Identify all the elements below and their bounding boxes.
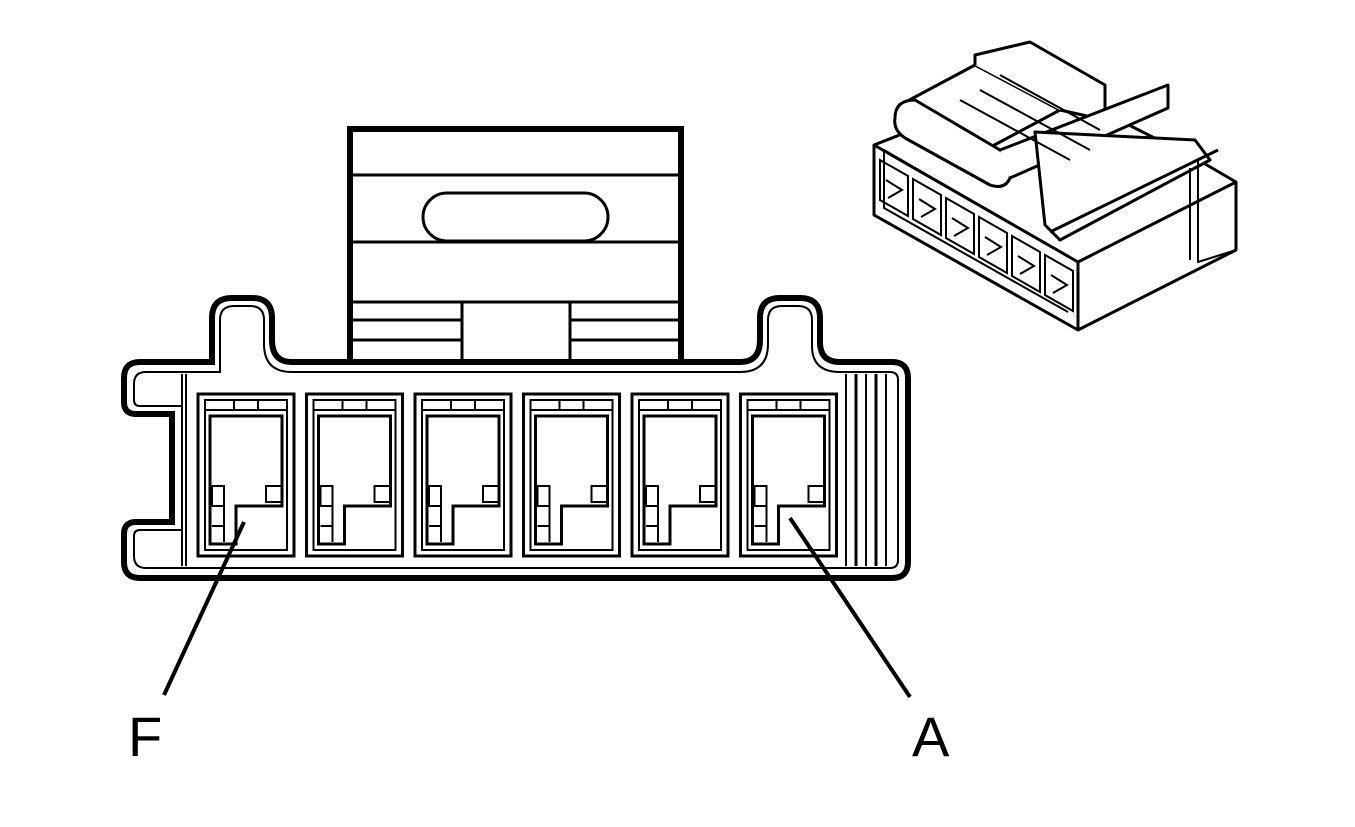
terminal-cavity: [739, 392, 838, 558]
isometric-cavity: [912, 177, 942, 237]
locking-tab: [347, 126, 684, 367]
leader-line-f: [162, 521, 246, 696]
isometric-cavity: [879, 158, 909, 218]
leader-line-a: [788, 516, 912, 699]
isometric-cavity-latch: [951, 217, 970, 237]
isometric-cavities: [879, 158, 1074, 313]
release-slot: [421, 191, 610, 243]
isometric-cavity: [1044, 253, 1074, 313]
isometric-cavity-latch: [1017, 255, 1036, 275]
terminal-cavity: [305, 392, 404, 558]
isometric-cavity-latch: [885, 179, 904, 199]
isometric-cavity: [978, 215, 1008, 275]
terminal-cavity: [196, 392, 296, 558]
pin-label-f: F: [128, 705, 162, 768]
connector-isometric-view: [872, 40, 1238, 332]
terminal-cavity: [630, 392, 730, 558]
terminal-cavity: [413, 392, 513, 558]
isometric-cavity: [1011, 234, 1041, 294]
isometric-cavity-latch: [918, 198, 937, 218]
pin-label-a: A: [912, 705, 950, 768]
isometric-cavity-latch: [984, 236, 1003, 256]
terminal-cavities: [196, 392, 838, 558]
pin-leaders: [162, 516, 912, 699]
isometric-cavity: [945, 196, 975, 256]
isometric-cavity-latch: [1050, 274, 1069, 294]
terminal-cavity: [522, 392, 621, 558]
